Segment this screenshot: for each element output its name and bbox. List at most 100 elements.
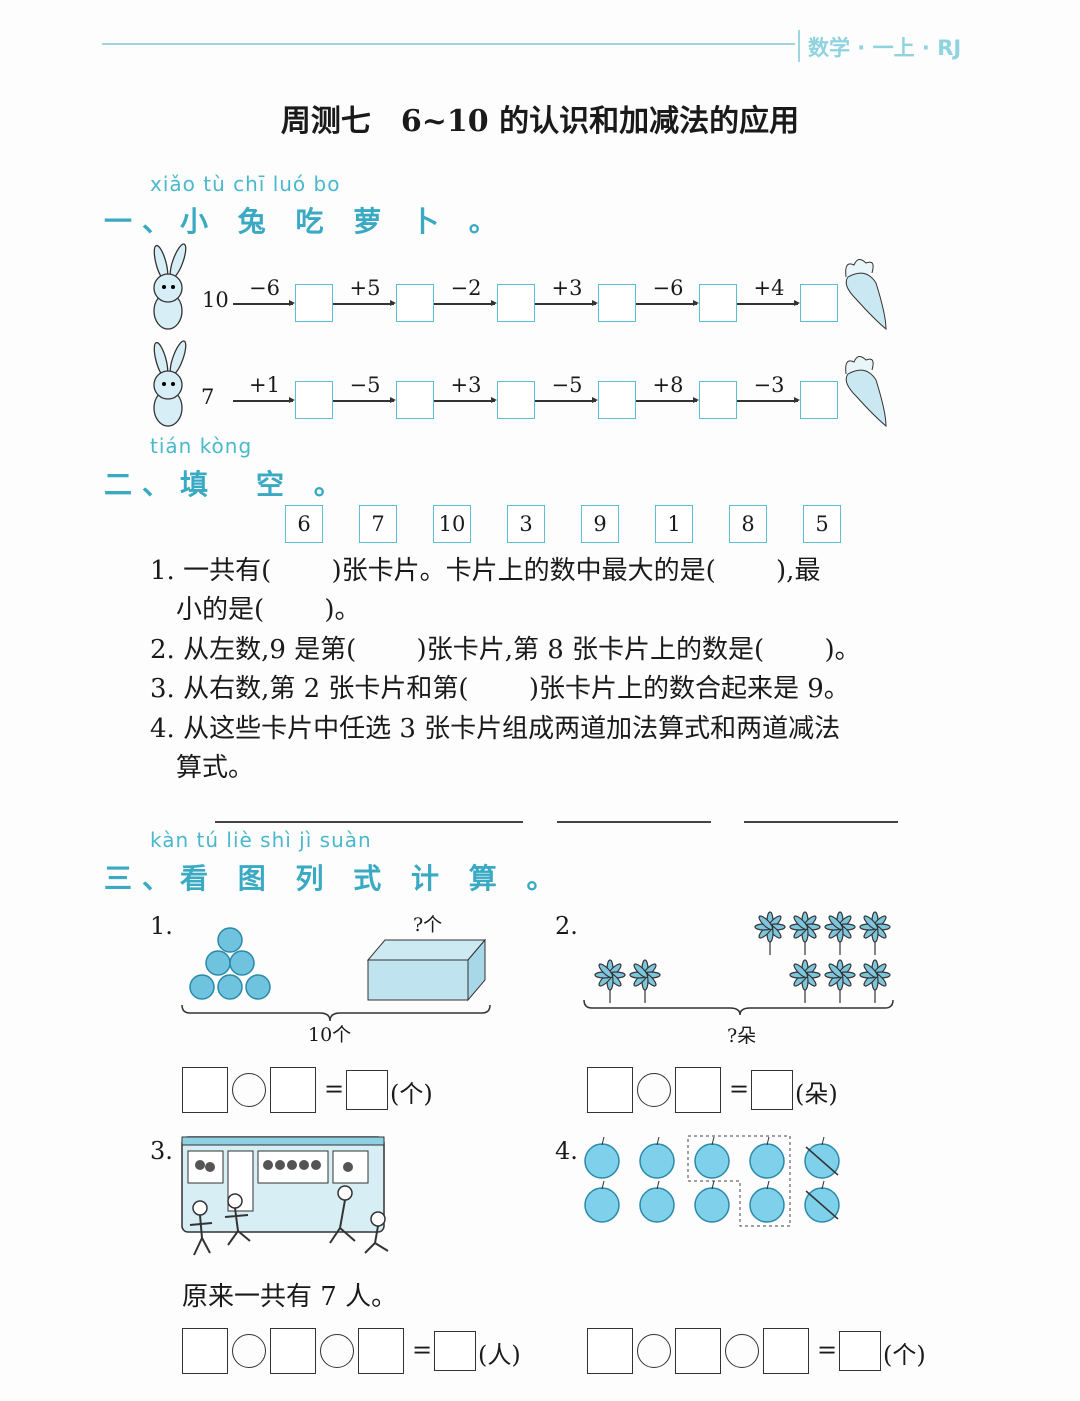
arrow (737, 397, 800, 403)
carrot-icon (836, 352, 892, 436)
operand-box[interactable] (270, 1067, 316, 1113)
question-line: 3. 从右数,第 2 张卡片和第( )张卡片上的数合起来是 9。 (150, 674, 850, 704)
operation-label: +3 (450, 373, 482, 397)
number-card: 5 (803, 505, 841, 543)
number-card: 1 (655, 505, 693, 543)
answer-line[interactable] (215, 821, 370, 823)
question-line: 算式。 (150, 753, 255, 783)
result-box[interactable] (839, 1331, 881, 1371)
answer-line[interactable] (557, 821, 711, 823)
number-card: 7 (359, 505, 397, 543)
answer-box[interactable] (396, 284, 434, 322)
section2-heading: 二、填 空 。 (104, 468, 352, 501)
bus-illustration (181, 1136, 389, 1256)
answer-box[interactable] (497, 381, 535, 419)
number-card: 10 (433, 505, 471, 543)
equals-sign: = (817, 1336, 838, 1364)
operator-circle[interactable] (232, 1073, 266, 1107)
problem-4-number: 4. (555, 1137, 578, 1165)
total-label: ?朵 (727, 1025, 757, 1047)
answer-box[interactable] (396, 381, 434, 419)
operation-label: +8 (652, 373, 684, 397)
unit-label: (个) (883, 1341, 926, 1369)
header-divider (798, 30, 800, 62)
unit-label: (个) (390, 1080, 433, 1108)
operation-label: +4 (753, 276, 785, 300)
rabbit-icon (146, 243, 196, 337)
operation-label: +3 (551, 276, 583, 300)
result-box[interactable] (346, 1070, 388, 1110)
answer-box[interactable] (295, 381, 333, 419)
operand-box[interactable] (675, 1067, 721, 1113)
operator-circle[interactable] (725, 1334, 759, 1368)
operand-box[interactable] (587, 1328, 633, 1374)
arrow (333, 397, 396, 403)
section1-pinyin: xiǎo tù chī luó bo (150, 172, 341, 196)
answer-box[interactable] (800, 284, 838, 322)
arrow (636, 397, 699, 403)
result-box[interactable] (434, 1331, 476, 1371)
unknown-count-label: ?个 (413, 914, 443, 936)
arrow (737, 300, 800, 306)
operation-label: −6 (249, 276, 280, 300)
operator-circle[interactable] (637, 1073, 671, 1107)
rabbit-icon (146, 340, 196, 434)
operation-label: +1 (249, 373, 280, 397)
answer-box[interactable] (497, 284, 535, 322)
arrow (333, 300, 396, 306)
section3-pinyin: kàn tú liè shì jì suàn (150, 828, 372, 852)
operand-box[interactable] (182, 1067, 228, 1113)
subject-tag: 数学 · 一上 · RJ (808, 36, 962, 60)
answer-box[interactable] (699, 284, 737, 322)
arrow (434, 397, 497, 403)
arrow (233, 397, 295, 403)
answer-line[interactable] (370, 821, 523, 823)
answer-line[interactable] (744, 821, 898, 823)
equals-sign: = (729, 1075, 750, 1103)
balls-and-box-illustration (181, 927, 491, 1022)
answer-box[interactable] (699, 381, 737, 419)
operation-label: −6 (652, 276, 684, 300)
result-box[interactable] (751, 1070, 793, 1110)
equals-sign: = (412, 1336, 433, 1364)
answer-box[interactable] (295, 284, 333, 322)
start-number: 7 (201, 385, 215, 409)
problem-3-text: 原来一共有 7 人。 (182, 1282, 398, 1312)
operand-box[interactable] (182, 1328, 228, 1374)
operator-circle[interactable] (232, 1334, 266, 1368)
total-label: 10个 (308, 1024, 352, 1046)
unit-label: (人) (478, 1341, 521, 1369)
start-number: 10 (202, 288, 229, 312)
problem-3-number: 3. (150, 1137, 173, 1165)
problem-2-number: 2. (555, 912, 578, 940)
operand-box[interactable] (587, 1067, 633, 1113)
carrot-icon (836, 255, 892, 339)
page-title: 周测七 6~10 的认识和加减法的应用 (280, 104, 800, 139)
arrow (434, 300, 497, 306)
operator-circle[interactable] (637, 1334, 671, 1368)
operation-label: −2 (450, 276, 482, 300)
operand-box[interactable] (270, 1328, 316, 1374)
answer-box[interactable] (800, 381, 838, 419)
operand-box[interactable] (763, 1328, 809, 1374)
apples-illustration (584, 1135, 840, 1227)
operator-circle[interactable] (320, 1334, 354, 1368)
arrow (535, 300, 598, 306)
arrow (535, 397, 598, 403)
question-line: 4. 从这些卡片中任选 3 张卡片组成两道加法算式和两道减法 (150, 714, 841, 744)
unit-label: (朵) (795, 1080, 838, 1108)
question-line: 2. 从左数,9 是第( )张卡片,第 8 张卡片上的数是( )。 (150, 635, 861, 665)
arrow (233, 300, 295, 306)
section3-heading: 三、看 图 列 式 计 算 。 (104, 862, 565, 895)
answer-box[interactable] (598, 381, 636, 419)
number-card: 9 (581, 505, 619, 543)
flowers-illustration (583, 911, 894, 1016)
operation-label: −3 (753, 373, 785, 397)
number-card: 6 (285, 505, 323, 543)
problem-1-number: 1. (150, 912, 173, 940)
arrow (636, 300, 699, 306)
answer-box[interactable] (598, 284, 636, 322)
operand-box[interactable] (675, 1328, 721, 1374)
operand-box[interactable] (358, 1328, 404, 1374)
